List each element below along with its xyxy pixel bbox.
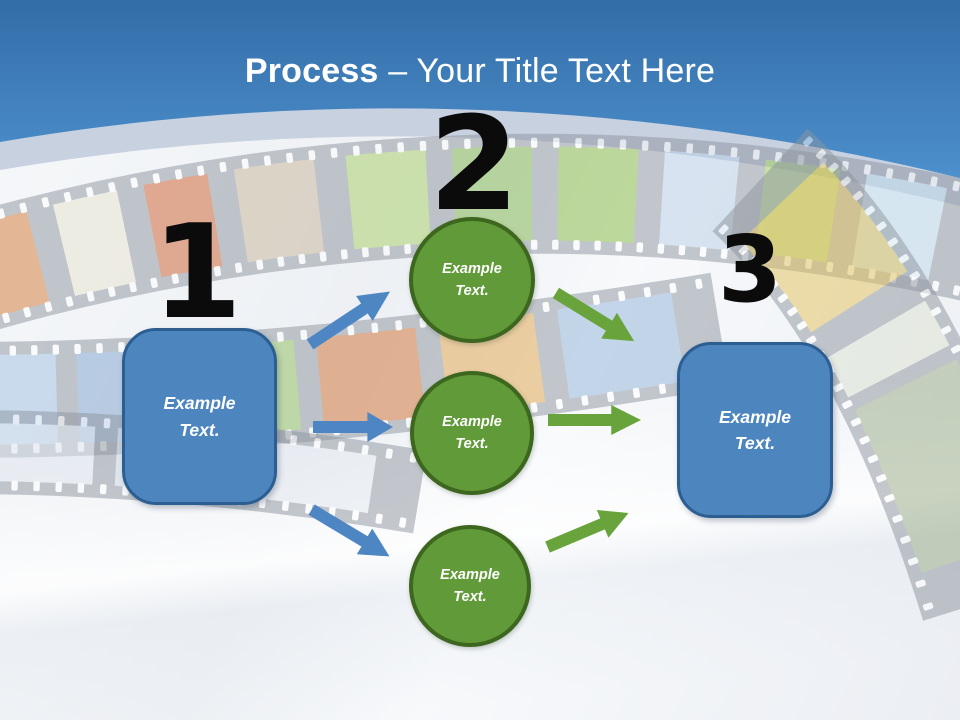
process-box-right: Example Text. — [677, 342, 833, 518]
circle-3-label: Example Text. — [440, 566, 500, 605]
box-right-label: Example Text. — [719, 406, 791, 453]
step-number-3: 3 — [717, 216, 782, 323]
blue-arrow-to-circle-2 — [313, 412, 393, 442]
green-arrow-from-circle-3 — [542, 499, 635, 561]
green-arrow-from-circle-2 — [548, 405, 641, 435]
process-circle-1: Example Text. — [409, 217, 535, 343]
circle-2-label: Example Text. — [442, 413, 502, 452]
blue-arrow-to-circle-1 — [302, 279, 399, 357]
process-circle-3: Example Text. — [409, 525, 531, 647]
process-box-left: Example Text. — [122, 328, 277, 505]
process-circle-2: Example Text. — [410, 371, 534, 495]
circle-1-label: Example Text. — [442, 260, 502, 299]
slide-title: Process – Your Title Text Here — [0, 52, 960, 91]
step-number-1: 1 — [151, 196, 243, 348]
title-rest: – Your Title Text Here — [388, 52, 716, 90]
blue-arrow-to-circle-3 — [304, 497, 397, 570]
title-highlight: Process — [244, 52, 379, 90]
green-arrow-from-circle-1 — [548, 280, 642, 354]
header-curve — [0, 0, 960, 178]
step-number-2: 2 — [428, 88, 520, 240]
box-left-label: Example Text. — [163, 393, 236, 440]
